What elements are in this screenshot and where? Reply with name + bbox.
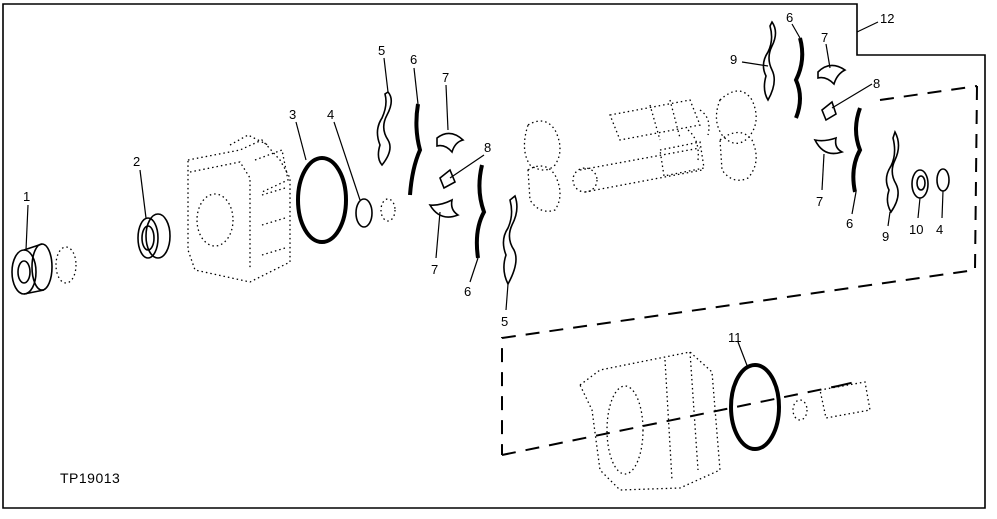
callout-6-right-lower: 6 (846, 216, 853, 231)
callout-9-lower: 9 (882, 229, 889, 244)
callout-1: 1 (23, 189, 30, 204)
part-8-key-left (439, 168, 457, 190)
part-7-backup-upper (436, 132, 465, 154)
dashed-inset-boundary (501, 85, 978, 456)
callout-9-upper: 9 (730, 52, 737, 67)
callout-11: 11 (728, 330, 742, 345)
part-7-backup-right-upper (817, 64, 847, 86)
gear-shafts-dotted (523, 99, 710, 212)
callout-3: 3 (289, 107, 296, 122)
callout-5-upper: 5 (378, 43, 385, 58)
part-4-ring-right (936, 168, 950, 192)
part-9-plate-lower (885, 129, 900, 214)
part-6-seal-left-upper (408, 103, 423, 196)
part-6-seal-right-lower (851, 107, 863, 193)
callout-6-left-lower: 6 (464, 284, 471, 299)
dashed-upper-line (879, 85, 978, 101)
part-11-o-ring (729, 363, 781, 451)
part-8-key-right (821, 100, 837, 122)
callout-7-right-lower: 7 (816, 194, 823, 209)
part-7-backup-lower (428, 198, 460, 218)
callout-7-right-upper: 7 (821, 30, 828, 45)
driven-gear-dotted (715, 90, 757, 181)
part-2-bearing (137, 213, 171, 259)
callout-6-right-upper: 6 (786, 10, 793, 25)
front-housing-dotted (187, 134, 291, 283)
part-7-backup-right-lower (813, 136, 845, 155)
callout-8-left: 8 (484, 140, 491, 155)
leader-lines (25, 21, 944, 369)
callout-7-left-lower: 7 (431, 262, 438, 277)
part-1-seal (11, 243, 77, 295)
part-3-o-ring (296, 156, 348, 244)
part-6-seal-left-lower (474, 164, 487, 259)
part-4-ring-left (355, 198, 396, 228)
part-5-wear-plate-upper (376, 90, 393, 167)
part-9-plate-upper (762, 20, 777, 102)
diagram-frame (2, 3, 986, 509)
callout-7-left-upper: 7 (442, 70, 449, 85)
part-10-bushing (911, 169, 929, 199)
callout-12: 12 (880, 11, 894, 26)
rear-housing-dotted (579, 351, 871, 491)
part-5-wear-plate-lower (502, 194, 518, 286)
callout-4-left: 4 (327, 107, 334, 122)
figure-id-label: TP19013 (60, 470, 121, 486)
part-6-seal-right-upper (793, 37, 805, 119)
callout-8-right: 8 (873, 76, 880, 91)
callout-5-lower: 5 (501, 314, 508, 329)
callout-4-right: 4 (936, 222, 943, 237)
callout-6-left-upper: 6 (410, 52, 417, 67)
callout-10: 10 (909, 222, 923, 237)
callout-2: 2 (133, 154, 140, 169)
